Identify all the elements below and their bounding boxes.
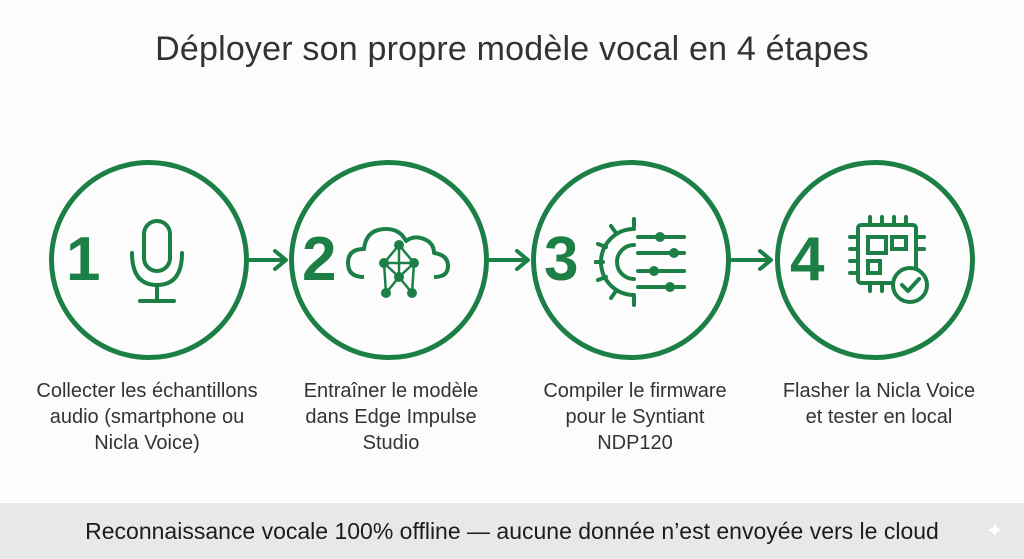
step-4-label-line-2: et tester en local [805, 406, 953, 428]
step-1-circle: 1 [49, 160, 249, 360]
step-2-label-line-1: Entraîner le modèle [303, 380, 479, 402]
arrow-2-icon [487, 249, 530, 271]
step-3-label-line-3: NDP120 [597, 432, 673, 454]
cloud-neural-network-icon [346, 227, 450, 298]
arrow-3-icon [730, 249, 773, 271]
step-1-label-line-2: audio (smartphone ou [49, 406, 245, 428]
footer-text: Reconnaissance vocale 100% offline — auc… [85, 517, 939, 544]
arrow-1-icon [245, 249, 288, 271]
step-4-label-line-1: Flasher la Nicla Voice [782, 380, 976, 402]
step-2-label-line-3: Studio [362, 432, 420, 454]
gear-circuit-icon [594, 217, 686, 307]
step-4-circle: 4 [775, 160, 975, 360]
step-3-label-line-1: Compiler le firmware [543, 380, 727, 402]
step-3-label-line-2: pour le Syntiant [565, 406, 705, 428]
step-4-label: Flasher la Nicla Voice et tester en loca… [754, 378, 1004, 430]
step-1-label-line-1: Collecter les échantillons [36, 380, 258, 402]
step-2-number: 2 [302, 225, 337, 294]
step-2-label: Entraîner le modèle dans Edge Impulse St… [266, 378, 516, 456]
step-3-circle: 3 [531, 160, 731, 360]
step-2-circle: 2 [289, 160, 489, 360]
step-4-number: 4 [790, 225, 825, 294]
step-1-label: Collecter les échantillons audio (smartp… [22, 378, 272, 456]
step-1-label-line-3: Nicla Voice) [94, 432, 200, 454]
footer-banner: Reconnaissance vocale 100% offline — auc… [0, 503, 1024, 559]
step-2-label-line-2: dans Edge Impulse [305, 406, 477, 428]
page-title: Déployer son propre modèle vocal en 4 ét… [155, 30, 869, 68]
step-3-label: Compiler le firmware pour le Syntiant ND… [510, 378, 760, 456]
step-1-number: 1 [66, 225, 101, 294]
chip-check-icon [848, 215, 929, 304]
microphone-icon [130, 219, 184, 303]
step-3-number: 3 [544, 225, 579, 294]
sparkle-icon: ✦ [985, 518, 1004, 543]
